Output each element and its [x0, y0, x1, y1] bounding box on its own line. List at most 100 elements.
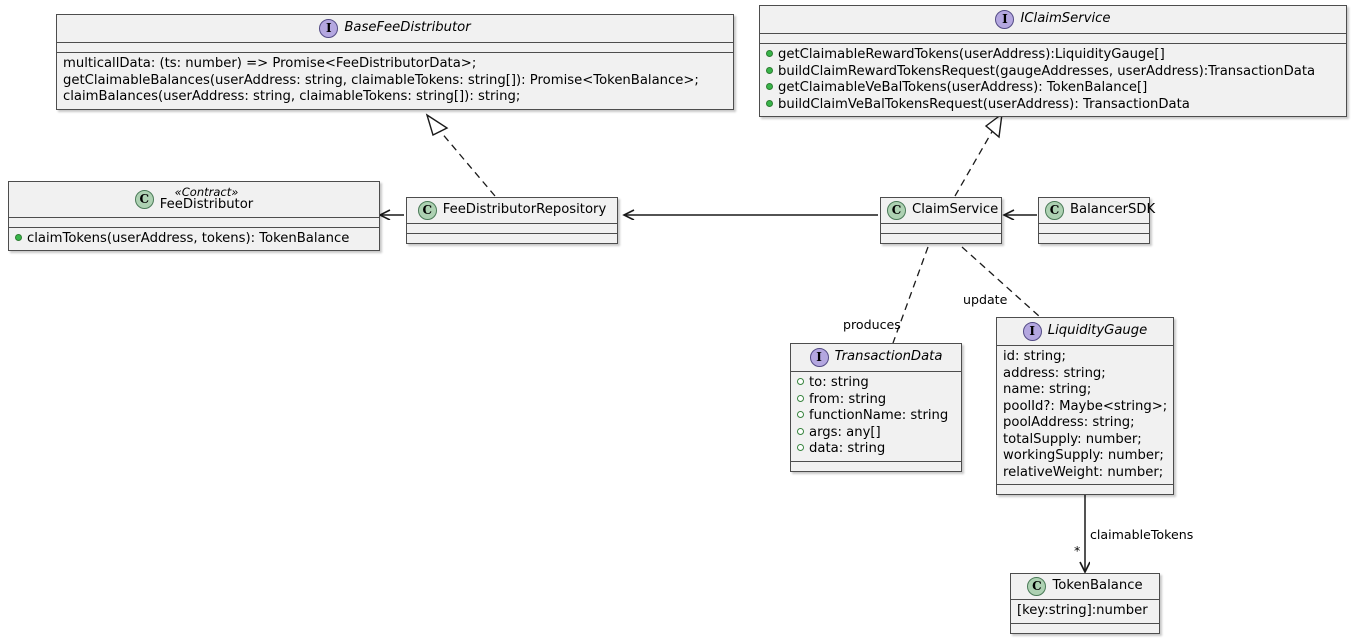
member-item: getClaimableVeBalTokens(userAddress): To… — [766, 80, 1340, 97]
divider — [1011, 622, 1159, 624]
divider — [997, 345, 1173, 346]
edge-label-claimable-tokens: claimableTokens — [1090, 527, 1194, 542]
visibility-public-icon — [766, 66, 773, 74]
methods-compartment-transaction-data — [791, 461, 961, 471]
visibility-public-icon — [766, 99, 773, 107]
type-name-claim-service: ClaimService — [912, 202, 999, 218]
methods-compartment-fee-distributor-repository — [407, 234, 617, 243]
member-text: functionName: string — [809, 408, 949, 423]
methods-compartment-base-fee-distributor: multicallData: (ts: number) => Promise<F… — [57, 53, 733, 109]
divider — [407, 233, 617, 234]
member-item: functionName: string — [797, 408, 955, 425]
attributes-compartment-fee-distributor — [9, 217, 379, 227]
visibility-public-icon — [797, 378, 804, 385]
divider — [881, 233, 1001, 234]
member-item: name: string; — [1003, 382, 1092, 397]
visibility-public-icon — [797, 427, 804, 435]
attributes-compartment-balancer-sdk — [1039, 224, 1149, 233]
divider — [9, 226, 379, 228]
class-box-balancer-sdk[interactable]: C BalancerSDK — [1038, 197, 1155, 244]
member-text: data: string — [809, 441, 886, 456]
class-icon: C — [1027, 577, 1047, 596]
class-box-fee-distributor[interactable]: C «Contract» FeeDistributor claimTokens(… — [8, 181, 380, 252]
member-item: workingSupply: number; — [1003, 448, 1164, 463]
divider — [57, 42, 733, 43]
divider — [791, 371, 961, 372]
member-item: multicallData: (ts: number) => Promise<F… — [63, 56, 477, 71]
type-name-liquidity-gauge: LiquidityGauge — [1047, 323, 1148, 339]
member-text: buildClaimVeBalTokensRequest(userAddress… — [778, 96, 1190, 112]
member-item: [key:string]:number — [1017, 603, 1148, 618]
class-header-liquidity-gauge: I LiquidityGauge — [997, 318, 1173, 345]
methods-compartment-claim-service — [881, 234, 1001, 243]
class-icon: C — [417, 201, 437, 220]
attributes-compartment-base-fee-distributor — [57, 43, 733, 52]
visibility-public-icon — [766, 50, 773, 57]
visibility-public-icon — [766, 83, 773, 90]
class-box-token-balance[interactable]: C TokenBalance [key:string]:number — [1010, 573, 1160, 634]
member-text: to: string — [809, 375, 869, 390]
edge-repo-realizes-basefeedistributor — [425, 113, 496, 197]
member-text: from: string — [809, 391, 887, 407]
class-box-iclaim-service[interactable]: I IClaimService getClaimableRewardTokens… — [759, 5, 1347, 117]
member-item: totalSupply: number; — [1003, 431, 1142, 447]
class-header-transaction-data: I TransactionData — [791, 344, 961, 371]
divider — [57, 52, 733, 53]
divider — [881, 223, 1001, 224]
interface-icon: I — [809, 348, 829, 367]
divider — [1039, 223, 1149, 224]
member-item: relativeWeight: number; — [1003, 464, 1164, 480]
member-item: getClaimableRewardTokens(userAddress):Li… — [766, 47, 1340, 64]
divider — [1039, 233, 1149, 234]
edge-multiplicity-claimable-tokens: * — [1074, 543, 1081, 558]
divider — [1011, 599, 1159, 600]
member-text: buildClaimRewardTokensRequest(gaugeAddre… — [778, 63, 1316, 79]
type-name-base-fee-distributor: BaseFeeDistributor — [344, 20, 471, 36]
class-icon: C — [134, 189, 154, 209]
class-icon: C — [1045, 201, 1064, 220]
member-item: args: any[] — [797, 425, 955, 442]
interface-icon: I — [1022, 322, 1042, 341]
member-item: address: string; — [1003, 365, 1106, 381]
member-item: claimBalances(userAddress: string, claim… — [63, 89, 521, 104]
methods-compartment-fee-distributor: claimTokens(userAddress, tokens): TokenB… — [9, 227, 379, 251]
methods-compartment-token-balance — [1011, 623, 1159, 633]
member-item: poolId?: Maybe<string>; — [1003, 398, 1168, 414]
attributes-compartment-liquidity-gauge: id: string; address: string; name: strin… — [997, 346, 1173, 484]
member-item: poolAddress: string; — [1003, 415, 1135, 430]
divider — [791, 460, 961, 462]
type-name-token-balance: TokenBalance — [1052, 578, 1143, 594]
member-item: buildClaimVeBalTokensRequest(userAddress… — [766, 97, 1340, 114]
class-box-transaction-data[interactable]: I TransactionData to: string from: strin… — [790, 343, 962, 472]
stereotype-label: «Contract» — [174, 185, 239, 199]
methods-compartment-balancer-sdk — [1039, 234, 1149, 243]
class-box-fee-distributor-repository[interactable]: C FeeDistributorRepository — [406, 197, 618, 244]
type-name-transaction-data: TransactionData — [834, 349, 943, 365]
class-box-base-fee-distributor[interactable]: I BaseFeeDistributor multicallData: (ts:… — [56, 14, 734, 110]
interface-icon: I — [319, 19, 339, 38]
class-box-claim-service[interactable]: C ClaimService — [880, 197, 1002, 244]
member-text: getClaimableVeBalTokens(userAddress): To… — [778, 80, 1148, 95]
type-name-iclaim-service: IClaimService — [1020, 11, 1111, 27]
divider — [9, 216, 379, 218]
type-name-fee-distributor: FeeDistributor — [159, 197, 254, 213]
member-item: to: string — [797, 375, 955, 392]
class-box-liquidity-gauge[interactable]: I LiquidityGauge id: string; address: st… — [996, 317, 1174, 495]
member-text: getClaimableRewardTokens(userAddress):Li… — [778, 47, 1165, 62]
attributes-compartment-transaction-data: to: string from: string functionName: st… — [791, 372, 961, 461]
attributes-compartment-token-balance: [key:string]:number — [1011, 600, 1159, 623]
visibility-public-icon — [797, 444, 804, 451]
divider — [407, 223, 617, 224]
attributes-compartment-fee-distributor-repository — [407, 224, 617, 233]
methods-compartment-iclaim-service: getClaimableRewardTokens(userAddress):Li… — [760, 44, 1346, 116]
member-item: data: string — [797, 441, 955, 458]
attributes-compartment-iclaim-service — [760, 34, 1346, 43]
class-header-fee-distributor-repository: C FeeDistributorRepository — [407, 198, 617, 223]
member-text: args: any[] — [809, 424, 881, 440]
visibility-public-icon — [797, 394, 804, 402]
type-name-fee-distributor-repository: FeeDistributorRepository — [442, 202, 607, 218]
class-header-token-balance: C TokenBalance — [1011, 574, 1159, 599]
visibility-public-icon — [797, 411, 804, 418]
divider — [997, 484, 1173, 485]
